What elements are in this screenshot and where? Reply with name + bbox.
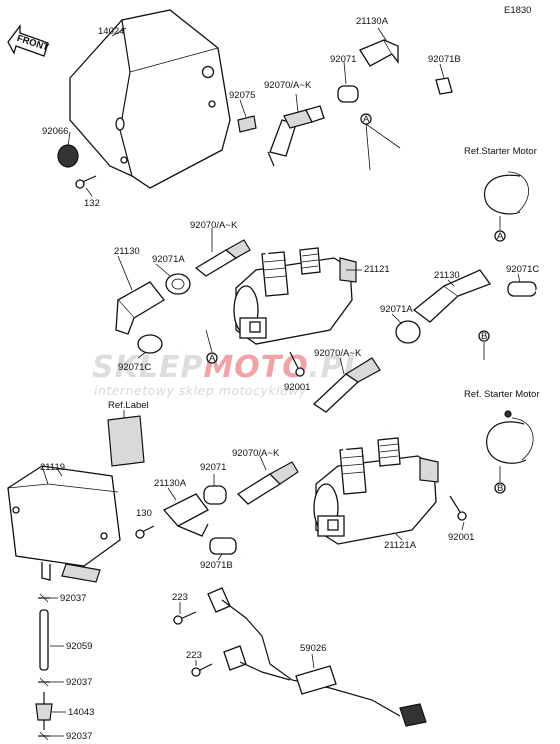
bolt-132 bbox=[75, 179, 85, 189]
cap-seal-92071a-mid bbox=[165, 273, 191, 295]
label-92037-c: 92037 bbox=[66, 731, 92, 742]
label-21130-mid-left: 21130 bbox=[114, 246, 140, 257]
label-21130-mid-right: 21130 bbox=[434, 270, 460, 281]
spark-plug-top bbox=[267, 105, 325, 167]
label-ref-starter-motor-b: Ref. Starter Motor bbox=[464, 389, 540, 400]
label-92066: 92066 bbox=[42, 126, 68, 137]
label-21130a-low: 21130A bbox=[154, 478, 187, 489]
plug-cap-set-top: A bbox=[267, 27, 468, 235]
grommet-92066 bbox=[57, 144, 79, 168]
label-92037-b: 92037 bbox=[66, 677, 92, 688]
plug-cap-21130a-low bbox=[162, 493, 209, 527]
bolt-92001-low bbox=[457, 511, 467, 521]
bolt-92001-mid bbox=[295, 367, 305, 377]
starter-motor-ref-b: B bbox=[486, 410, 534, 494]
label-92070-mid-right: 92070/A~K bbox=[314, 348, 362, 359]
igniter-body bbox=[7, 465, 121, 567]
label-92071-low: 92071 bbox=[200, 462, 226, 473]
bolt-130 bbox=[135, 529, 145, 539]
callout-b-mid-label: B bbox=[481, 331, 487, 342]
watermark-tagline: internetowy sklep motocyklowy bbox=[94, 383, 307, 398]
plug-cap-set-low bbox=[135, 455, 299, 561]
plug-cap-21130-right bbox=[412, 285, 460, 323]
callout-a-mid-label: A bbox=[209, 353, 216, 364]
callout-a-ref-label: A bbox=[497, 231, 504, 242]
pad-92075 bbox=[237, 115, 257, 133]
label-59026: 59026 bbox=[300, 643, 326, 654]
label-92070-mid-left: 92070/A~K bbox=[190, 220, 238, 231]
cap-seal-92071c-mid bbox=[137, 334, 163, 354]
cap-seal-92071b bbox=[435, 77, 453, 95]
valve-14043 bbox=[35, 703, 53, 721]
front-arrow: FRONT bbox=[7, 24, 50, 57]
label-21121: 21121 bbox=[364, 264, 390, 275]
bolt-223-a bbox=[173, 615, 183, 625]
label-223-a: 223 bbox=[172, 592, 188, 603]
label-92071c-mid-right: 92071C bbox=[506, 264, 539, 275]
label-92071a-mid-left: 92071A bbox=[152, 254, 185, 265]
callout-b-ref-label: B bbox=[497, 483, 503, 494]
sensor-59026-body bbox=[295, 665, 337, 695]
label-ref-label: Ref.Label bbox=[108, 400, 149, 411]
cap-seal-92071b-low bbox=[209, 537, 237, 555]
sensor-59026-connector bbox=[399, 703, 427, 727]
coil-cover bbox=[69, 9, 231, 189]
label-92071b-top: 92071B bbox=[428, 54, 461, 65]
label-14043: 14043 bbox=[68, 707, 94, 718]
label-132: 132 bbox=[84, 198, 100, 209]
watermark: SKLEPMOTO.PL internetowy sklep motocyklo… bbox=[92, 350, 364, 398]
igniter-21119 bbox=[7, 465, 121, 583]
label-92037-a: 92037 bbox=[60, 593, 86, 604]
bolt-223-b bbox=[191, 667, 201, 677]
label-92071a-mid-right: 92071A bbox=[380, 304, 413, 315]
figure-code: E1830 bbox=[504, 5, 531, 16]
plug-cap-set-mid-left bbox=[115, 228, 251, 359]
front-arrow-icon bbox=[7, 24, 49, 57]
hose-92059 bbox=[39, 609, 49, 671]
label-ref-starter-motor-a: Ref.Starter Motor bbox=[464, 146, 537, 157]
label-92001-low: 92001 bbox=[448, 532, 474, 543]
label-14024: 14024 bbox=[98, 26, 124, 37]
label-92059: 92059 bbox=[66, 641, 92, 652]
ignition-coil-21121: A bbox=[180, 244, 362, 364]
label-92071b-low: 92071B bbox=[200, 560, 233, 571]
plug-cap-set-mid-right: B bbox=[289, 269, 548, 427]
label-92070-low: 92070/A~K bbox=[232, 448, 280, 459]
ignition-coil-21121a bbox=[247, 437, 467, 558]
label-92071-top: 92071 bbox=[330, 54, 356, 65]
label-21130a-top: 21130A bbox=[356, 16, 389, 27]
part-labels: 14024 92075 92066 132 92071 21130A 92071… bbox=[40, 16, 540, 742]
label-92071c-mid-left: 92071C bbox=[118, 362, 151, 373]
callout-a-top-label: A bbox=[363, 114, 370, 125]
watermark-brand: SKLEPMOTO.PL bbox=[92, 350, 364, 385]
cap-seal-92071 bbox=[337, 85, 359, 103]
cap-seal-92071-low bbox=[203, 485, 227, 505]
label-130: 130 bbox=[136, 508, 152, 519]
cap-seal-92071a-right bbox=[395, 320, 421, 344]
label-21121a: 21121A bbox=[384, 540, 417, 551]
ref-label-sticker bbox=[107, 410, 145, 467]
starter-motor-ref-a: A bbox=[483, 171, 529, 242]
label-223-b: 223 bbox=[186, 650, 202, 661]
vacuum-line-parts bbox=[35, 593, 66, 741]
label-92070-top: 92070/A~K bbox=[264, 80, 312, 91]
plug-cap-21130-mid bbox=[116, 281, 165, 319]
cap-seal-92071c-right bbox=[507, 281, 537, 297]
sensor-59026 bbox=[173, 587, 427, 727]
coil-cover-assembly bbox=[57, 9, 257, 197]
label-92075: 92075 bbox=[229, 90, 255, 101]
label-92001-mid: 92001 bbox=[284, 382, 310, 393]
label-21119: 21119 bbox=[40, 462, 65, 473]
